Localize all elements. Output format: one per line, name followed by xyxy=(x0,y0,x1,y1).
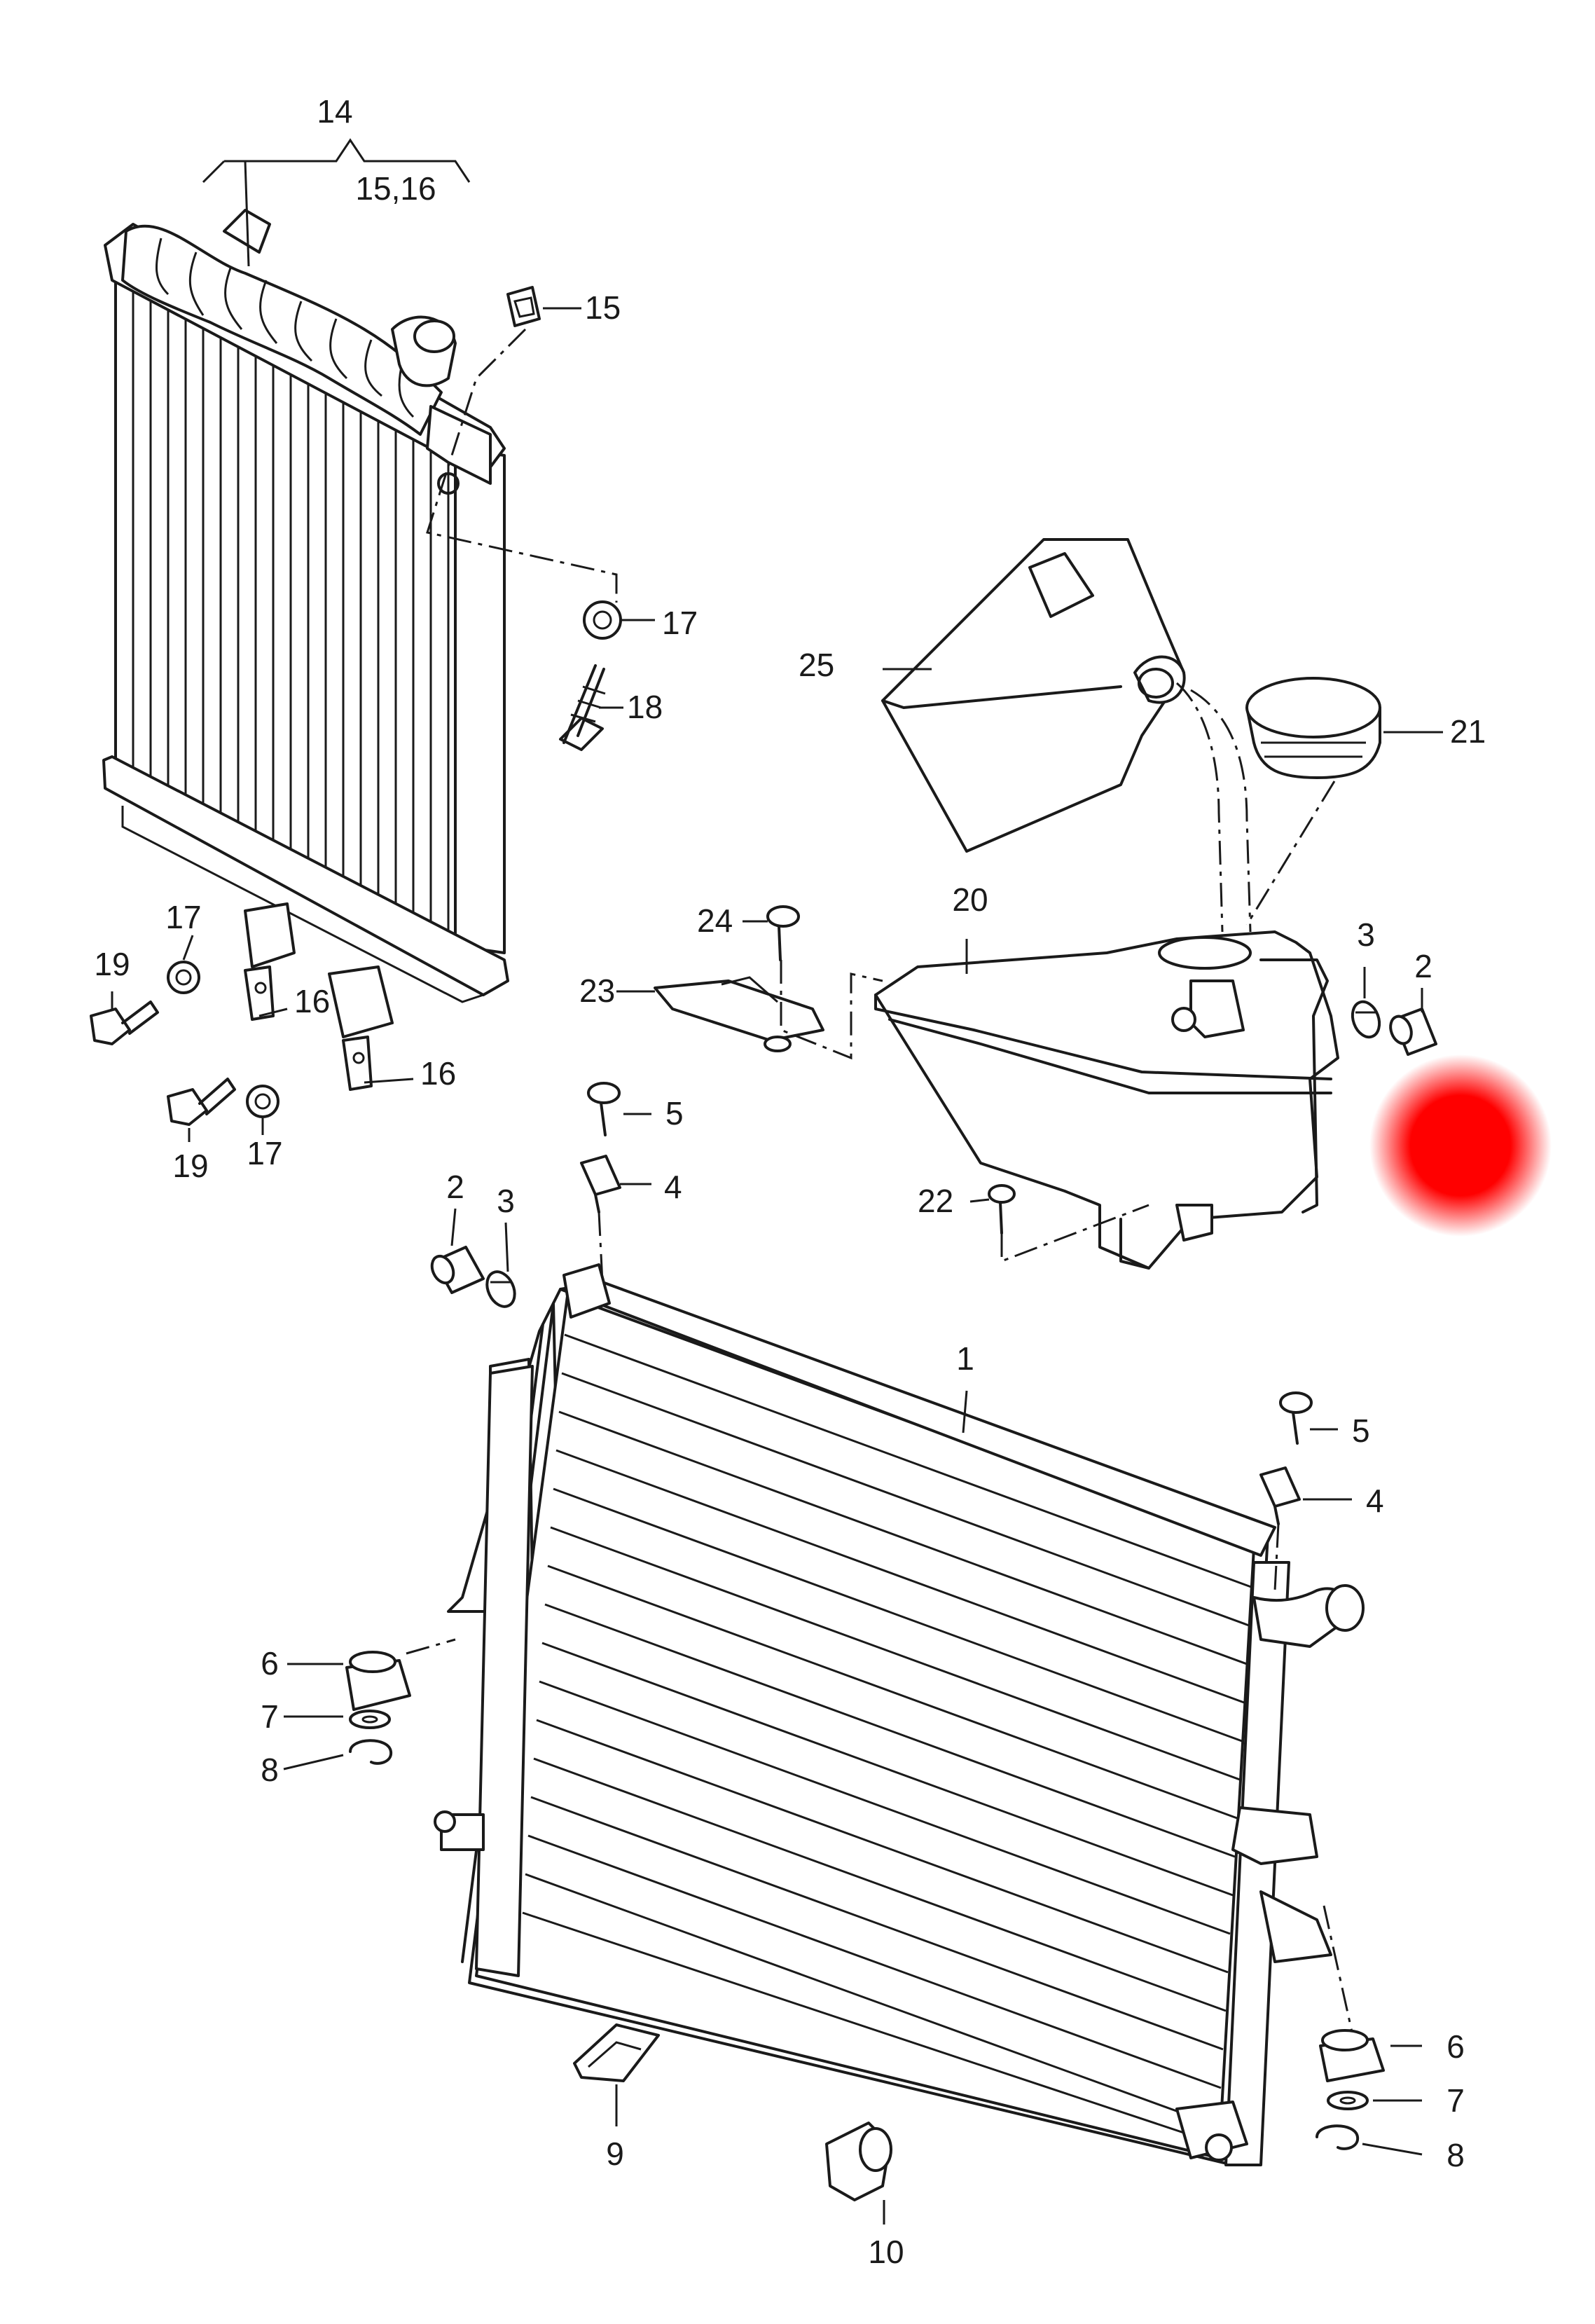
part-22-screw xyxy=(988,1184,1016,1235)
callout-2-b: 2 xyxy=(1414,948,1432,984)
callout-15: 15 xyxy=(585,289,621,326)
callout-18: 18 xyxy=(627,689,663,725)
callout-16-a: 16 xyxy=(294,983,330,1019)
auxiliary-radiator-fins xyxy=(132,277,467,943)
assembly-lines xyxy=(406,328,1353,2033)
part-8-circlip-b xyxy=(1316,2124,1360,2150)
part-16-clip-a xyxy=(244,965,275,1021)
callout-3-a: 3 xyxy=(497,1183,515,1219)
part-6-rubber-mount-a xyxy=(345,1651,411,1711)
part-2-plug-a xyxy=(430,1246,485,1294)
part-7-washer-a xyxy=(349,1710,391,1729)
part-15-clip xyxy=(506,286,541,327)
callout-10: 10 xyxy=(868,2234,904,2270)
main-radiator-fins xyxy=(522,1333,1252,2145)
part-3-clamp-a xyxy=(485,1270,516,1308)
callout-4-b: 4 xyxy=(1366,1483,1384,1519)
filler-cap xyxy=(1245,677,1381,779)
callout-22: 22 xyxy=(918,1183,953,1219)
callout-labels: 14 15,16 15 17 18 25 21 20 3 2 24 23 22 … xyxy=(94,93,1486,2270)
callout-4-a: 4 xyxy=(664,1169,682,1205)
part-7-washer-b xyxy=(1327,2091,1369,2110)
part-19-bolt-a xyxy=(90,1001,159,1045)
part-9-bracket xyxy=(573,2023,660,2082)
callout-20: 20 xyxy=(952,881,988,918)
expansion-tank xyxy=(874,930,1339,1270)
part-24-screw xyxy=(766,905,800,961)
callout-21: 21 xyxy=(1450,713,1486,750)
part-17-grommet-a xyxy=(583,600,622,640)
part-5-screw-a xyxy=(587,1082,621,1136)
callout-25: 25 xyxy=(799,647,834,683)
callout-17-c: 17 xyxy=(247,1135,282,1171)
part-17-grommet-b xyxy=(167,961,200,994)
part-3-clamp-b xyxy=(1351,1000,1381,1039)
callout-6-b: 6 xyxy=(1446,2028,1465,2065)
callout-8-a: 8 xyxy=(261,1752,279,1788)
callout-2-a: 2 xyxy=(446,1169,464,1205)
callout-9: 9 xyxy=(606,2136,624,2172)
part-5-screw-b xyxy=(1279,1391,1313,1445)
callout-19-b: 19 xyxy=(172,1148,208,1184)
callout-7-b: 7 xyxy=(1446,2082,1465,2119)
callout-8-b: 8 xyxy=(1446,2137,1465,2173)
part-2-plug-b xyxy=(1389,1008,1437,1056)
callout-14: 14 xyxy=(317,93,352,130)
part-23-bracket xyxy=(654,976,824,1052)
part-18-stud xyxy=(559,664,606,751)
part-4-mount-b xyxy=(1259,1466,1301,1525)
callout-24: 24 xyxy=(697,902,733,939)
callout-1: 1 xyxy=(956,1340,974,1377)
callout-19-a: 19 xyxy=(94,946,130,982)
coolant-jerry-can xyxy=(881,538,1252,933)
main-radiator xyxy=(434,1263,1365,2166)
red-highlight-marker xyxy=(1369,1054,1552,1237)
part-4-mount-a xyxy=(580,1155,621,1213)
callout-17-b: 17 xyxy=(165,899,201,935)
callout-16-b: 16 xyxy=(420,1055,456,1092)
part-19-bolt-b xyxy=(167,1078,236,1126)
callout-3-b: 3 xyxy=(1357,916,1375,953)
part-16-clip-b xyxy=(342,1036,373,1091)
callout-17-a: 17 xyxy=(662,605,698,641)
callout-5-b: 5 xyxy=(1352,1412,1370,1449)
part-6-rubber-mount-b xyxy=(1319,2029,1385,2082)
callout-5-a: 5 xyxy=(665,1095,684,1132)
part-10-sensor xyxy=(825,2122,892,2201)
callout-23: 23 xyxy=(579,972,615,1009)
leader-lines xyxy=(111,138,1443,2225)
callout-7-a: 7 xyxy=(261,1698,279,1735)
part-17-grommet-c xyxy=(246,1085,279,1118)
callout-15-16: 15,16 xyxy=(355,170,436,207)
callout-6-a: 6 xyxy=(261,1645,279,1682)
auxiliary-radiator xyxy=(102,209,509,1038)
part-8-circlip-a xyxy=(349,1739,393,1765)
